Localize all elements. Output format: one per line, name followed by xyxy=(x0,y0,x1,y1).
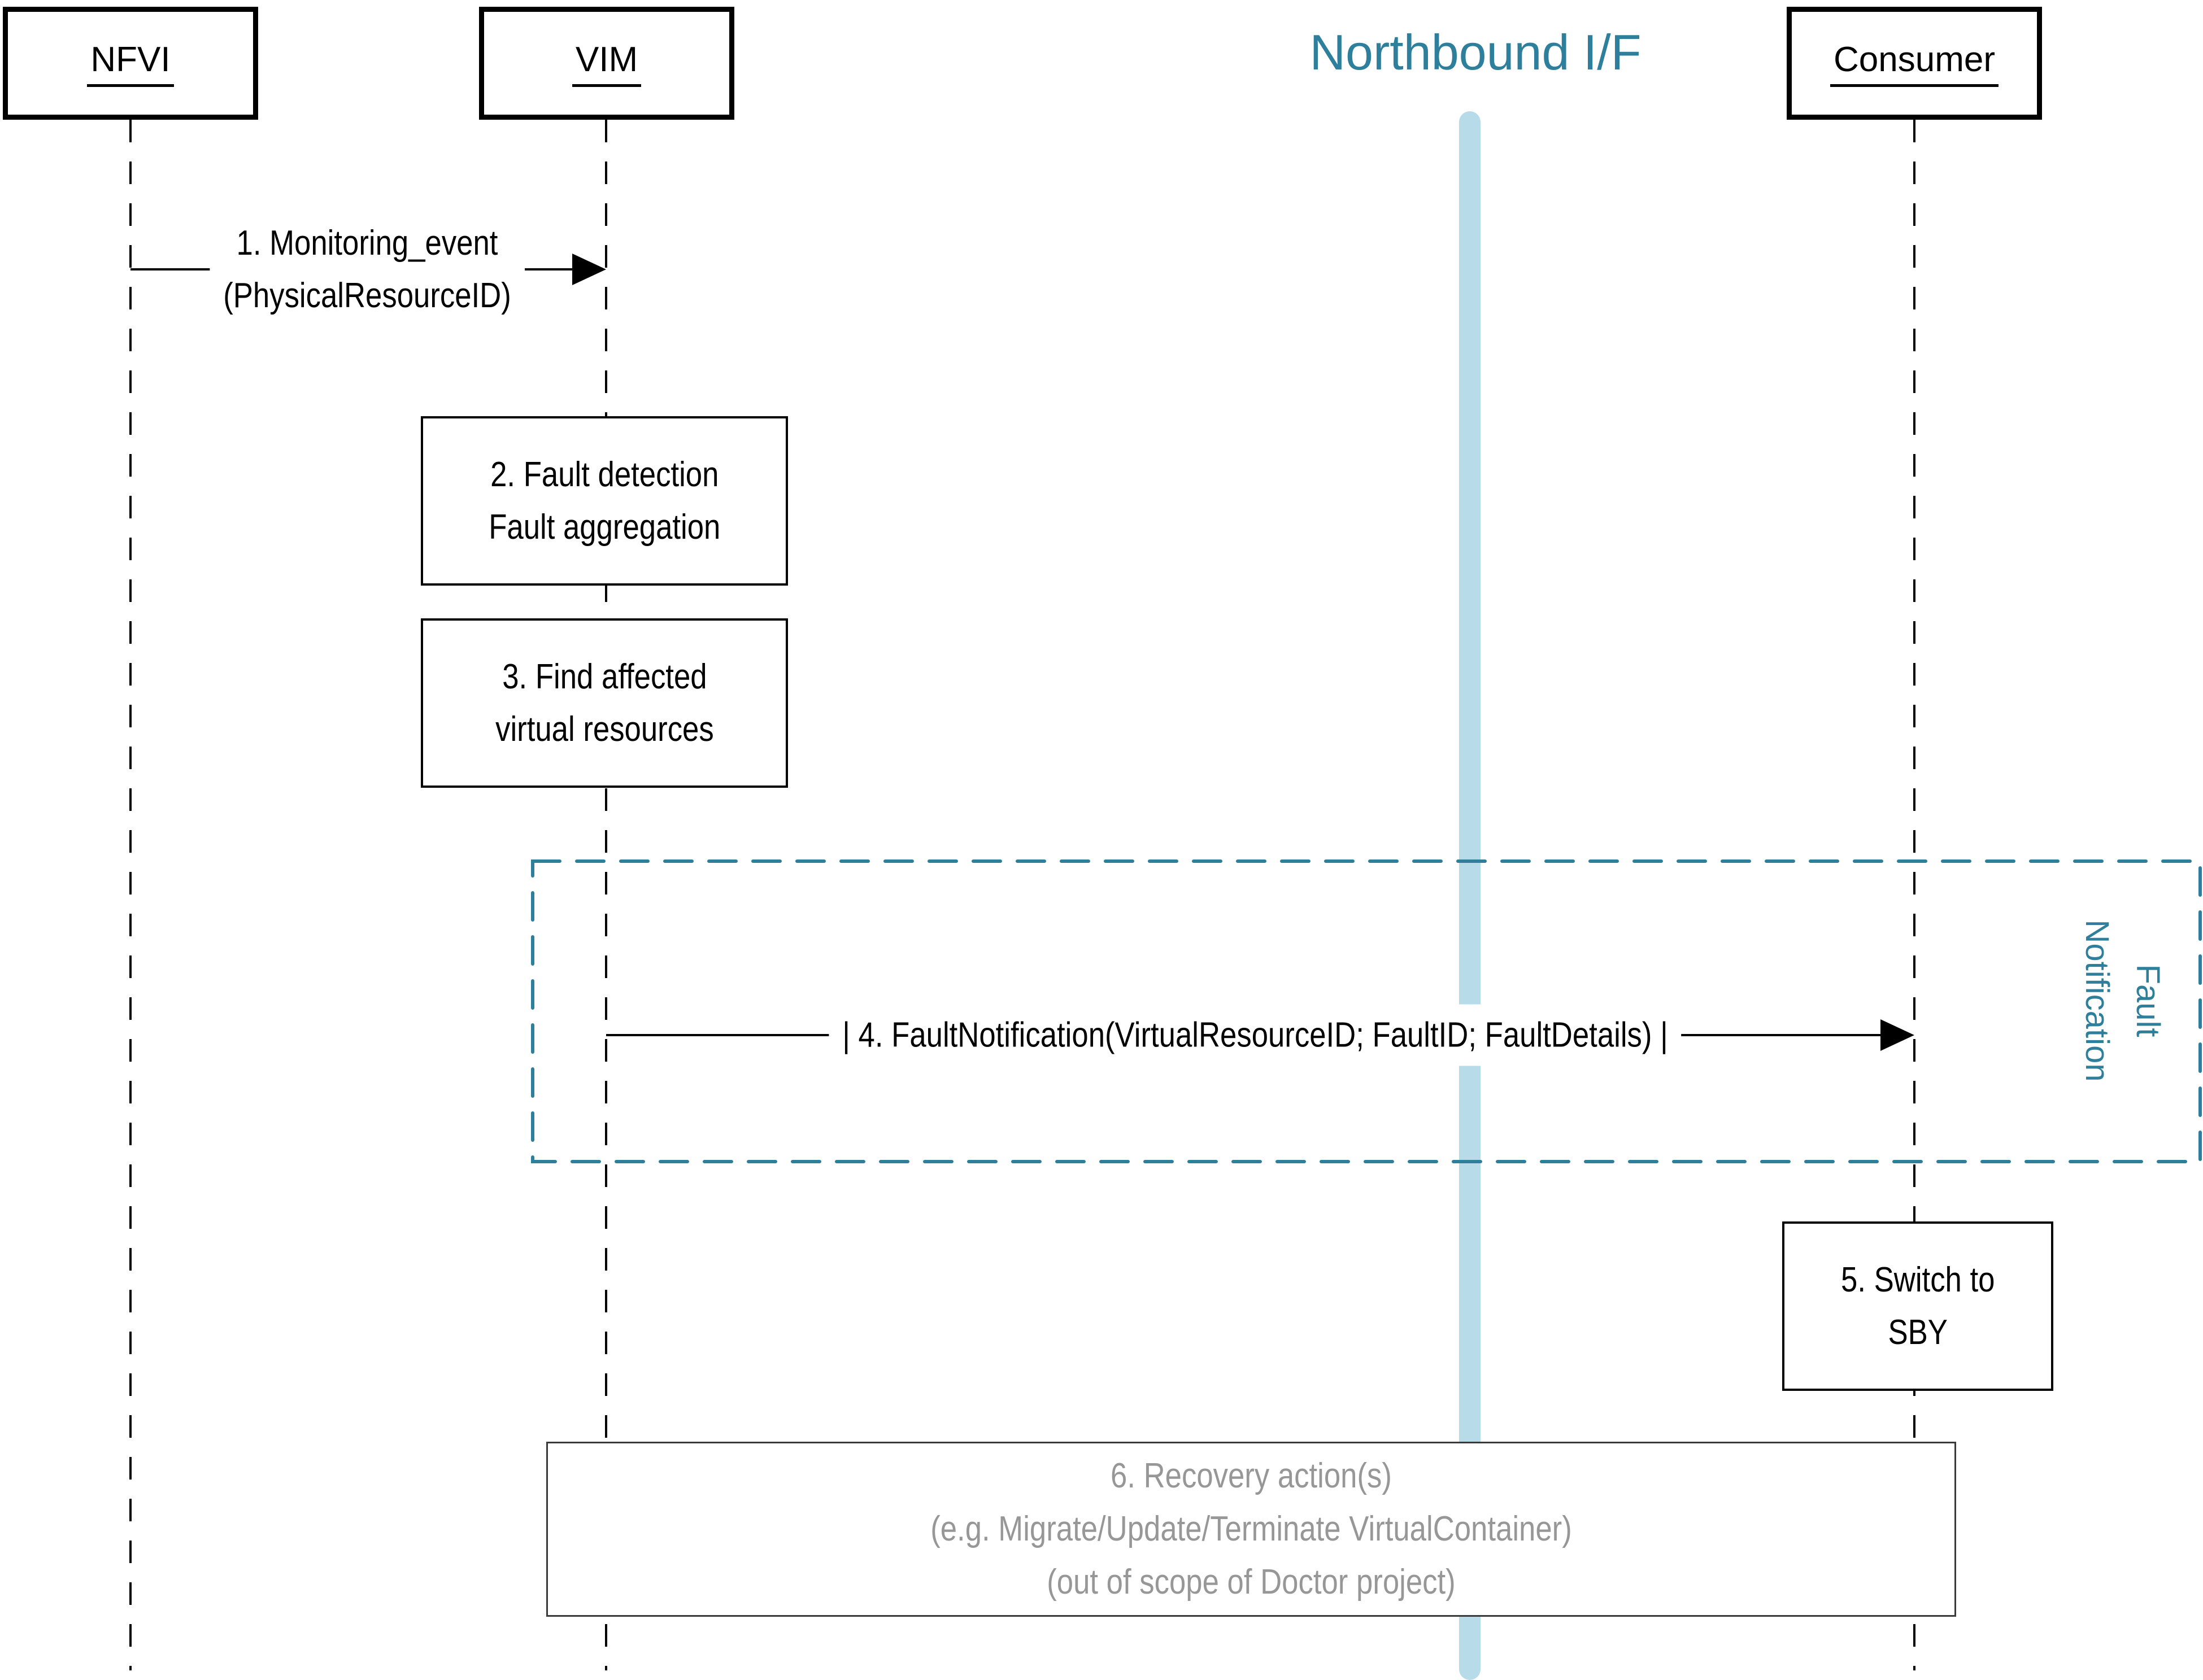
step-2-line2: Fault aggregation xyxy=(488,508,721,547)
actor-vim: VIM xyxy=(479,7,734,120)
step-5-text: 5. Switch to SBY xyxy=(1841,1254,1995,1359)
fault-notification-group-frame xyxy=(531,859,2202,1163)
step-2-line1: 2. Fault detection xyxy=(490,455,719,494)
message-4-label: | 4. FaultNotification(VirtualResourceID… xyxy=(829,1004,1682,1066)
message-1-arrowhead-icon xyxy=(572,254,606,285)
step-6-line3: (out of scope of Doctor project) xyxy=(1047,1563,1456,1602)
step-3-text: 3. Find affected virtual resources xyxy=(495,651,714,756)
step-3-line1: 3. Find affected xyxy=(502,657,707,696)
actor-consumer-label: Consumer xyxy=(1830,40,1999,87)
step-5-switch-to-sby-box: 5. Switch to SBY xyxy=(1782,1221,2053,1391)
fault-notification-group-label: Fault Notification xyxy=(2071,920,2173,1082)
message-4-arrowhead-icon xyxy=(1880,1019,1914,1051)
actor-vim-label: VIM xyxy=(572,40,642,87)
step-6-text: 6. Recovery action(s) (e.g. Migrate/Upda… xyxy=(930,1450,1572,1609)
message-1-label-line2: (PhysicalResourceID) xyxy=(223,276,511,315)
northbound-interface-title: Northbound I/F xyxy=(1309,24,1642,80)
actor-nfvi-label: NFVI xyxy=(87,40,174,87)
group-label-line1: Fault xyxy=(2129,964,2166,1037)
actor-consumer: Consumer xyxy=(1787,7,2042,120)
step-6-line2: (e.g. Migrate/Update/Terminate VirtualCo… xyxy=(930,1509,1572,1548)
step-2-text: 2. Fault detection Fault aggregation xyxy=(489,448,720,553)
message-1-label-line1: 1. Monitoring_event xyxy=(236,224,498,263)
step-5-line1: 5. Switch to xyxy=(1840,1260,1995,1299)
step-3-find-affected-box: 3. Find affected virtual resources xyxy=(421,618,788,788)
message-1-label: 1. Monitoring_event (PhysicalResourceID) xyxy=(210,212,525,326)
step-6-recovery-box: 6. Recovery action(s) (e.g. Migrate/Upda… xyxy=(546,1442,1956,1617)
step-3-line2: virtual resources xyxy=(495,710,714,749)
step-2-fault-detection-box: 2. Fault detection Fault aggregation xyxy=(421,416,788,586)
northbound-lifeline-band xyxy=(1459,111,1481,1680)
group-label-line2: Notification xyxy=(2079,919,2115,1082)
actor-nfvi: NFVI xyxy=(3,7,258,120)
step-5-line2: SBY xyxy=(1888,1313,1948,1352)
step-6-line1: 6. Recovery action(s) xyxy=(1111,1456,1392,1495)
